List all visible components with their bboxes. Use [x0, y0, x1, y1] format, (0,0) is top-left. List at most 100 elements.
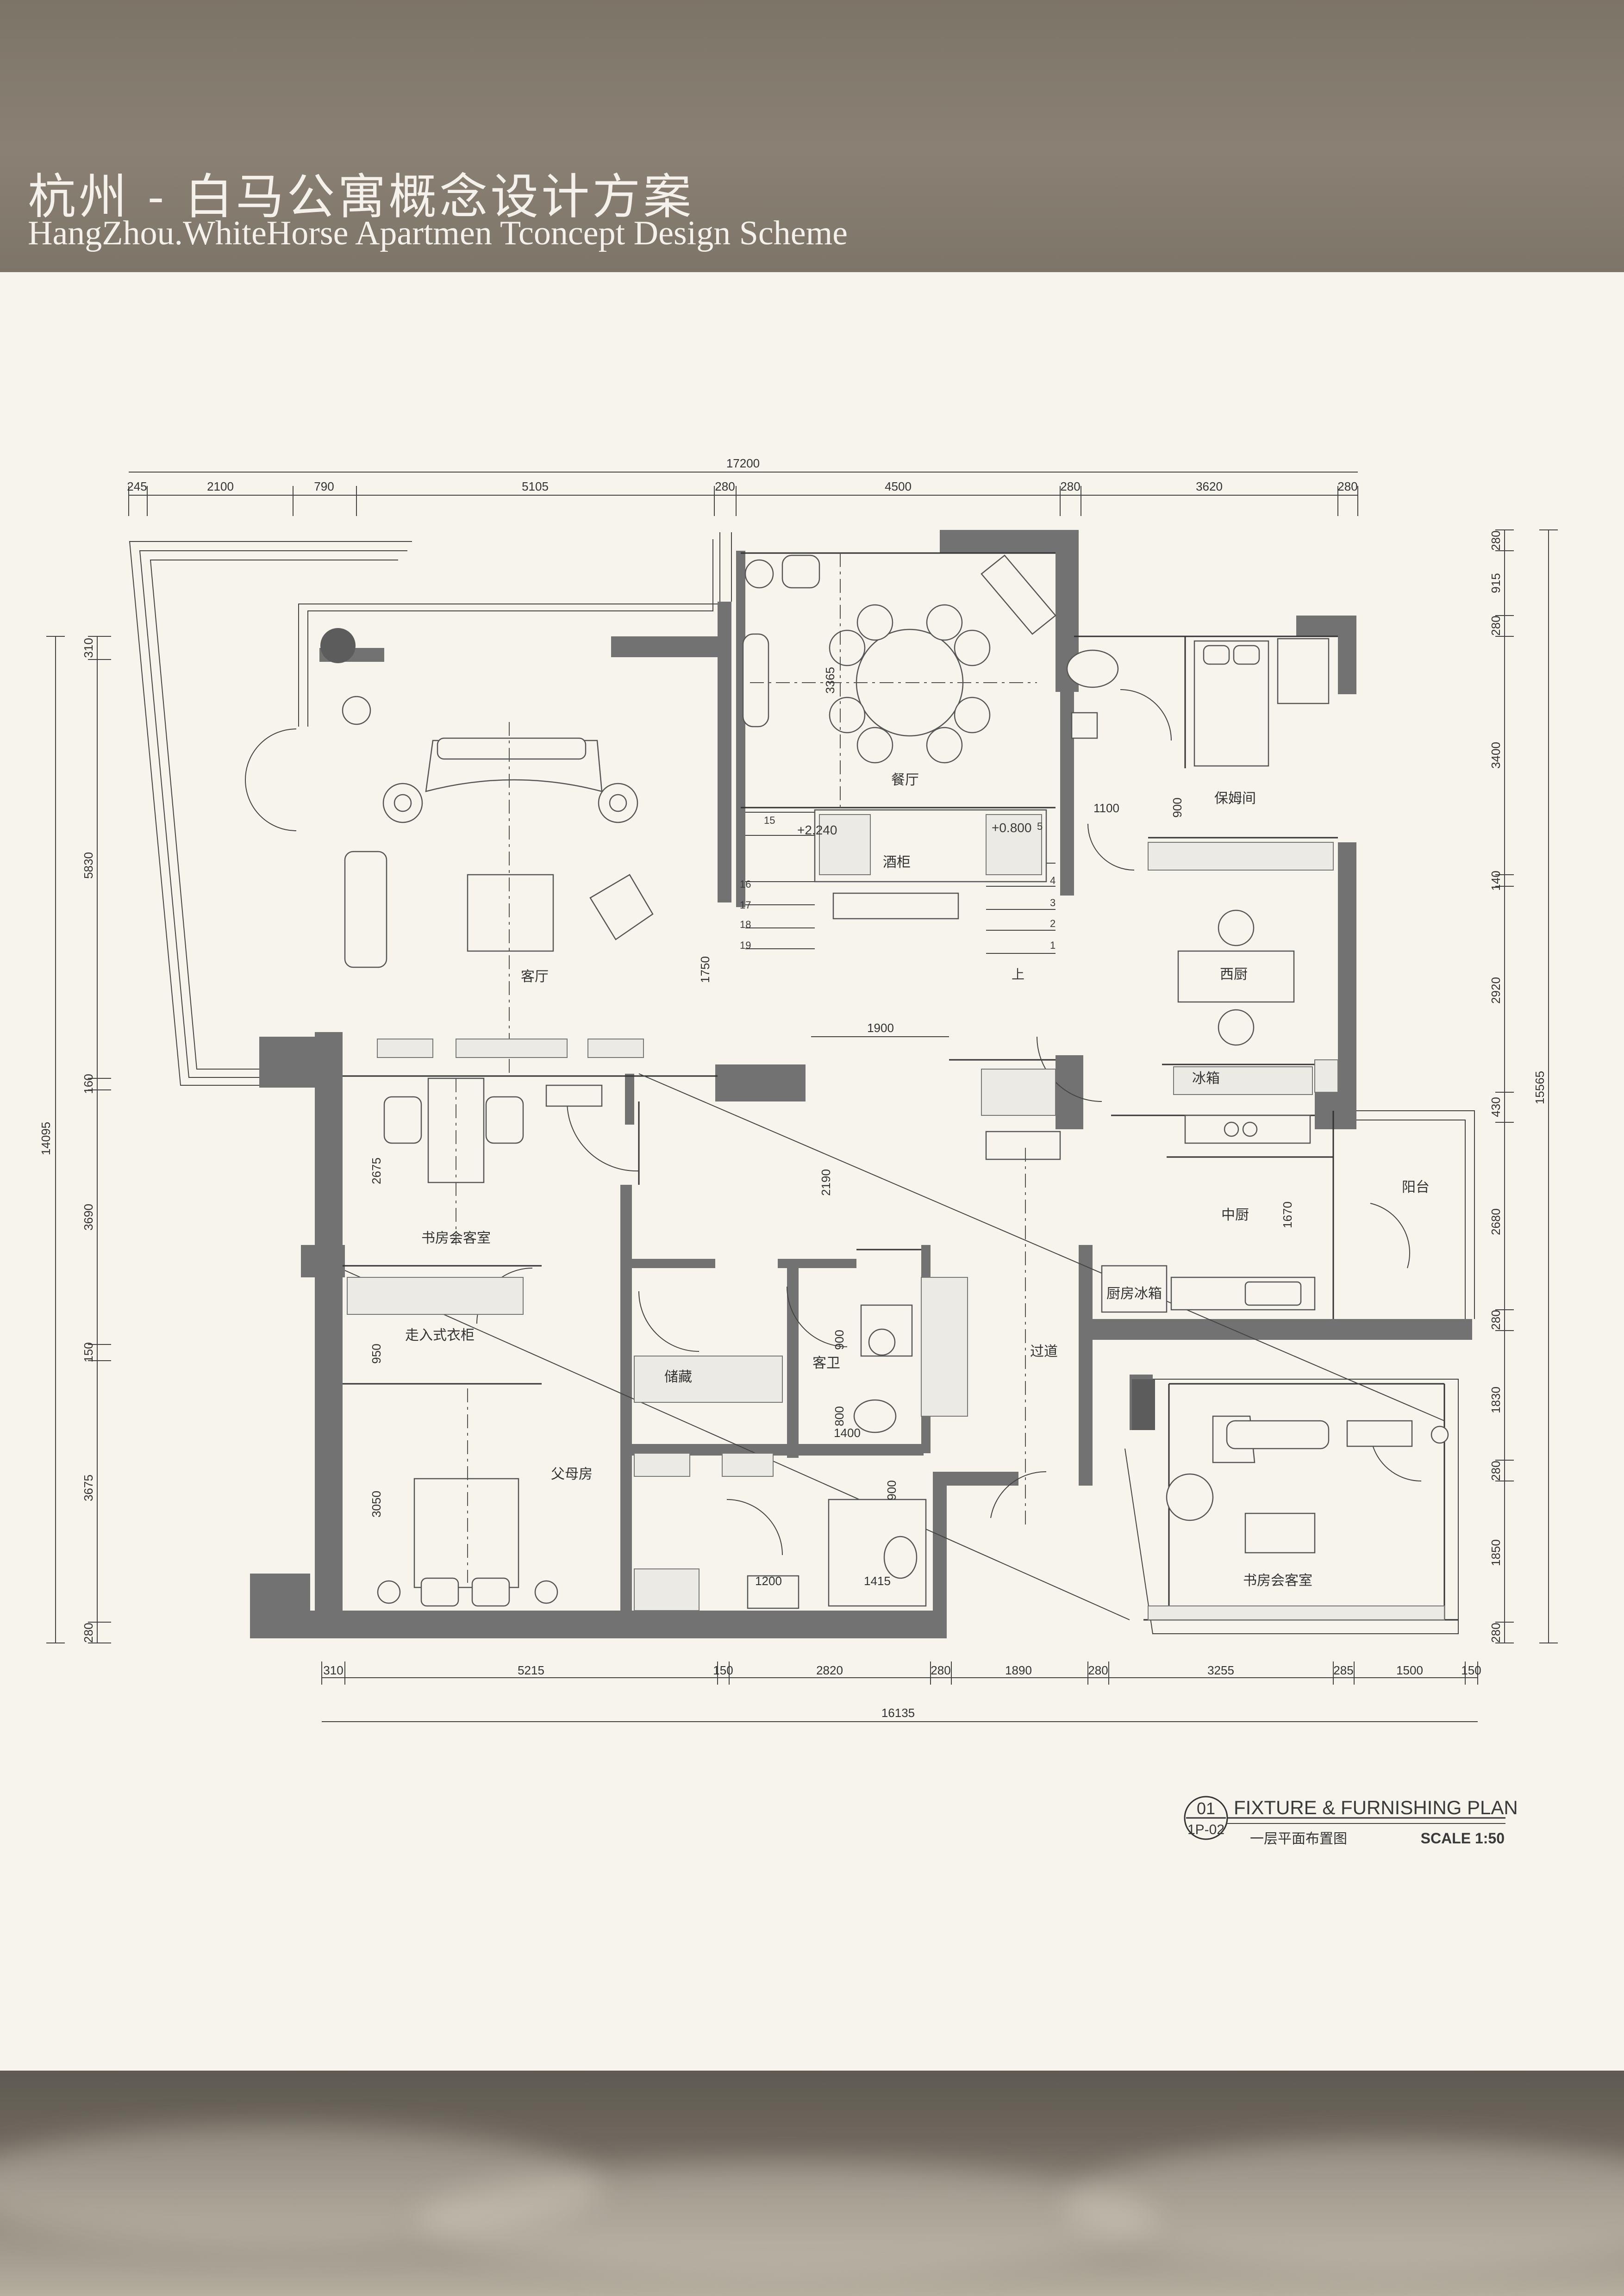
dining-furniture: [742, 553, 1056, 954]
study-right-furniture: [1132, 1379, 1449, 1620]
nanny-room-furniture: [1066, 638, 1334, 871]
level-upper: +2.240: [797, 823, 837, 837]
stair-left-15: 15: [764, 815, 775, 826]
dim-bottom-0: 310: [323, 1663, 343, 1677]
room-labels: 客厅 餐厅 酒柜 保姆间 西厨 冰箱 中厨 阳台 厨房冰箱 过道 书房会客室 走…: [405, 772, 1430, 1589]
title-block-sheet: 1P-02: [1187, 1822, 1224, 1837]
header-band: 杭州 - 白马公寓概念设计方案 HangZhou.WhiteHorse Apar…: [0, 0, 1624, 272]
dim-top-8: 280: [1337, 479, 1357, 493]
dim-right-9: 1830: [1489, 1387, 1503, 1413]
dim-right-10: 280: [1489, 1461, 1503, 1481]
dim-bottom-3: 2820: [816, 1663, 843, 1677]
label-wine-cabinet: 酒柜: [883, 854, 911, 871]
dim-int-1670: 1670: [1280, 1201, 1294, 1228]
dim-left-0: 310: [81, 638, 95, 658]
project-title-en: HangZhou.WhiteHorse Apartmen Tconcept De…: [28, 214, 848, 252]
dim-int-900c: 900: [1170, 797, 1184, 817]
dim-right-7: 2680: [1489, 1208, 1503, 1235]
label-balcony: 阳台: [1402, 1179, 1430, 1195]
stair-left-17: 17: [740, 899, 751, 911]
label-living: 客厅: [521, 969, 549, 985]
dim-left-total: 14095: [39, 1122, 53, 1155]
dim-right-11: 1850: [1489, 1539, 1503, 1566]
dim-bottom-8: 285: [1333, 1663, 1353, 1677]
kitchen-furniture: [981, 909, 1338, 1527]
dim-right-total: 15565: [1533, 1071, 1547, 1104]
dim-right-3: 3400: [1489, 742, 1503, 769]
title-block-title-en: FIXTURE & FURNISHING PLAN: [1234, 1797, 1518, 1818]
dim-top-4: 280: [715, 479, 735, 493]
stair-right-3: 3: [1050, 897, 1056, 908]
label-guest-bath: 客卫: [812, 1355, 840, 1371]
dim-int-900a: 900: [832, 1330, 846, 1350]
dim-top-2: 790: [314, 479, 334, 493]
level-lower: +0.800: [992, 821, 1031, 835]
title-block: 01 1P-02 FIXTURE & FURNISHING PLAN 一层平面布…: [1184, 1796, 1518, 1847]
dim-int-900b: 900: [885, 1480, 899, 1500]
interior-dimensions: 1750 1900 2190 2675 950 3050 900 800 140…: [369, 667, 1294, 1588]
dim-bottom-1: 5215: [518, 1663, 544, 1677]
dim-bottom-7: 3255: [1207, 1663, 1234, 1677]
label-corridor: 过道: [1030, 1344, 1058, 1360]
dim-left-4: 150: [81, 1342, 95, 1362]
study-left-furniture: [347, 1077, 783, 1611]
title-block-title-cn: 一层平面布置图: [1250, 1831, 1347, 1847]
up-mark: 上: [1012, 967, 1024, 982]
label-kitchen-fridge: 厨房冰箱: [1106, 1286, 1162, 1302]
dim-right-ticks: [1495, 529, 1558, 1643]
dim-int-1100: 1100: [1093, 801, 1119, 815]
level-marks: +2.240 +0.800 上 15 16 17 18 19 5 4 3 2 1: [740, 815, 1056, 982]
dimension-lines: 17200 245 2100 790 5105 280 4500 280 362…: [39, 456, 1558, 1722]
dim-right-4: 140: [1489, 871, 1503, 890]
dim-bottom-5: 1890: [1005, 1663, 1032, 1677]
dim-int-3365: 3365: [823, 667, 837, 694]
dim-int-1400: 1400: [834, 1426, 861, 1440]
dim-top-6: 280: [1060, 479, 1080, 493]
label-fridge: 冰箱: [1192, 1070, 1220, 1087]
stairs: [745, 809, 1056, 954]
project-title-cn: 杭州 - 白马公寓概念设计方案: [28, 168, 694, 225]
stair-right-2: 2: [1050, 918, 1056, 929]
stair-right-5: 5: [1037, 821, 1043, 832]
stair-left-19: 19: [740, 940, 751, 951]
dim-int-2190: 2190: [819, 1169, 833, 1196]
dim-right-12: 280: [1489, 1623, 1503, 1643]
dim-int-3050: 3050: [369, 1491, 383, 1518]
dim-int-1200: 1200: [755, 1574, 782, 1588]
dim-bottom-6: 280: [1088, 1663, 1108, 1677]
living-room-furniture: [342, 696, 654, 1074]
label-study-left: 书房会客室: [421, 1230, 491, 1246]
dim-int-1900: 1900: [867, 1021, 894, 1035]
dim-right-8: 280: [1489, 1310, 1503, 1330]
dim-top-3: 5105: [522, 479, 549, 493]
dim-right-2: 280: [1489, 616, 1503, 635]
stair-right-4: 4: [1050, 875, 1056, 886]
dim-bottom-4: 280: [931, 1663, 950, 1677]
label-storage: 储藏: [664, 1369, 692, 1385]
stair-left-16: 16: [740, 878, 751, 890]
dim-right-0: 280: [1489, 530, 1503, 550]
dim-top-0: 245: [127, 479, 147, 493]
dim-right-1: 915: [1489, 573, 1503, 593]
dim-top-7: 3620: [1196, 479, 1223, 493]
label-western-kitchen: 西厨: [1220, 966, 1248, 983]
dim-top-ticks: [128, 486, 1358, 516]
label-chinese-kitchen: 中厨: [1221, 1207, 1249, 1223]
dim-left-2: 160: [81, 1074, 95, 1094]
dim-bottom-ticks: [321, 1661, 1478, 1685]
dim-bottom-2: 150: [713, 1663, 733, 1677]
dim-left-5: 3675: [81, 1475, 95, 1501]
dim-int-1415: 1415: [864, 1574, 891, 1588]
dim-bottom-total: 16135: [881, 1706, 915, 1720]
dim-left-1: 5830: [81, 852, 95, 879]
stair-left-18: 18: [740, 919, 751, 930]
dim-int-1750: 1750: [698, 956, 712, 983]
dim-int-950: 950: [369, 1344, 383, 1363]
terrace-outlines: [129, 532, 1475, 1634]
label-nanny: 保姆间: [1214, 790, 1256, 807]
title-block-scale: SCALE 1:50: [1421, 1830, 1505, 1847]
stair-right-1: 1: [1050, 940, 1056, 951]
label-parents-room: 父母房: [551, 1466, 593, 1482]
dim-left-3: 3690: [81, 1204, 95, 1231]
